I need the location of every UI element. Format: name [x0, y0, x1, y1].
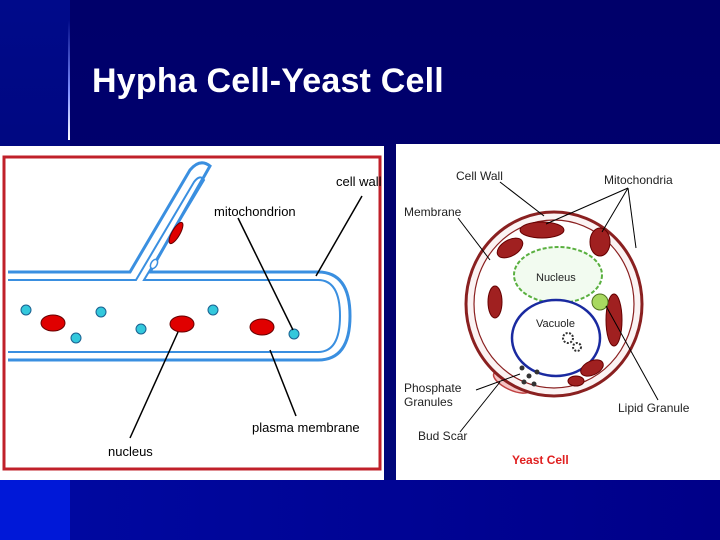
phosphate-granule — [526, 373, 532, 379]
yeast-vacuole — [510, 298, 602, 378]
phosphate-granule — [531, 381, 537, 387]
mitochondrion-dot — [70, 332, 82, 344]
phosphate-granule — [521, 379, 527, 385]
yeast-mitochondrion — [567, 375, 585, 387]
yeast-label-membrane: Membrane — [404, 205, 462, 219]
yeast-mitochondrion — [496, 237, 524, 259]
mitochondrion-dot — [207, 304, 219, 316]
leader-lipid-granule — [605, 305, 659, 401]
leader-nucleus — [129, 331, 179, 439]
yeast-label-mitochondria: Mitochondria — [604, 173, 673, 187]
yeast-mitochondrion — [519, 221, 565, 239]
yeast-mitochondrion — [487, 285, 503, 319]
leader-phosphate — [475, 373, 521, 391]
yeast-label-nucleus: Nucleus — [536, 272, 576, 284]
yeast-svg: Cell Wall Mitochondria Membrane Nucleus … — [396, 144, 720, 480]
branch-mitochondrion — [168, 221, 184, 245]
yeast-label-phosphate: Phosphate — [404, 381, 462, 395]
hypha-plasma-membrane — [8, 176, 342, 353]
vacuole-granule — [562, 332, 574, 344]
leader-cell-wall — [315, 195, 363, 277]
yeast-caption: Yeast Cell — [512, 453, 569, 467]
leader-bud-scar — [459, 381, 501, 433]
nucleus-3 — [249, 318, 275, 336]
yeast-label-lipid-granule: Lipid Granule — [618, 401, 690, 415]
hypha-svg: cell wall mitochondrion plasma membrane … — [0, 146, 384, 480]
label-plasma-membrane: plasma membrane — [252, 420, 360, 435]
lipid-granule — [591, 293, 609, 311]
label-nucleus: nucleus — [108, 444, 153, 459]
mitochondrion-dot — [135, 323, 147, 335]
mitochondrion-dot — [288, 328, 300, 340]
yeast-mitochondrion — [589, 227, 611, 257]
nucleus-2 — [169, 315, 195, 333]
yeast-label-vacuole: Vacuole — [536, 318, 575, 330]
vacuole-granule — [572, 342, 582, 352]
hypha-diagram: cell wall mitochondrion plasma membrane … — [0, 146, 384, 480]
yeast-diagram: Cell Wall Mitochondria Membrane Nucleus … — [396, 144, 720, 480]
yeast-mitochondrion — [580, 359, 604, 377]
leader-mitochondria-2 — [601, 187, 629, 233]
label-mitochondrion: mitochondrion — [214, 204, 296, 219]
slide-bottom-corner — [0, 480, 70, 540]
accent-line — [68, 20, 70, 140]
yeast-label-granules: Granules — [404, 395, 453, 409]
branch-mitochondrion-small — [149, 258, 159, 270]
yeast-label-bud-scar: Bud Scar — [418, 429, 467, 443]
leader-yeast-cell-wall — [499, 181, 545, 217]
leader-mitochondrion — [237, 217, 294, 331]
phosphate-granule — [519, 365, 525, 371]
leader-plasma-membrane — [269, 349, 297, 417]
leader-mitochondria-1 — [545, 187, 629, 225]
leader-yeast-membrane — [457, 217, 491, 261]
yeast-label-cell-wall: Cell Wall — [456, 169, 503, 183]
mitochondrion-dot — [20, 304, 32, 316]
nucleus-1 — [40, 314, 66, 332]
phosphate-granule — [534, 369, 540, 375]
label-cell-wall: cell wall — [336, 174, 382, 189]
slide-title: Hypha Cell-Yeast Cell — [92, 62, 444, 100]
leader-mitochondria-3 — [627, 187, 637, 249]
hypha-cell-wall — [8, 161, 352, 362]
mitochondrion-dot — [95, 306, 107, 318]
slide-bottom-band — [0, 480, 720, 540]
